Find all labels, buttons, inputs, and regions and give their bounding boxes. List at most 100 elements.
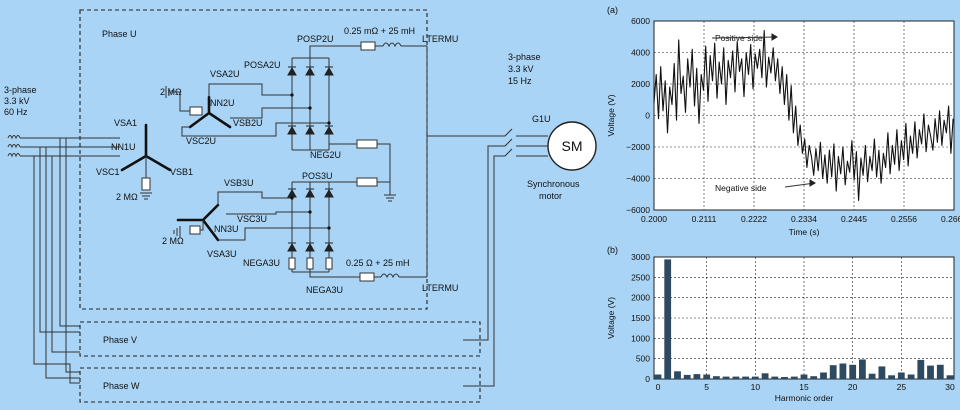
lower-ground-resistor bbox=[189, 225, 201, 235]
harmonic-bar bbox=[868, 373, 876, 379]
lower-ground-res-label: 2 MΩ bbox=[162, 236, 184, 246]
y-tick-label: 1000 bbox=[631, 333, 650, 343]
positive-annotation-arrow bbox=[711, 36, 778, 39]
phase-v-box bbox=[79, 321, 481, 357]
vsb2u-label: VSB2U bbox=[233, 118, 263, 128]
y-tick-label: 4000 bbox=[631, 48, 650, 58]
synchronous-motor-icon bbox=[547, 121, 597, 171]
harmonic-bar bbox=[722, 376, 730, 379]
diode-icon bbox=[287, 242, 297, 252]
output-label-line2: 3.3 kV bbox=[508, 64, 534, 74]
phase-v-title: Phase V bbox=[103, 335, 137, 345]
ground-resistor bbox=[141, 177, 151, 191]
top-filter-label: 0.25 mΩ + 25 mH bbox=[344, 26, 415, 36]
diode-icon bbox=[305, 242, 315, 252]
motor-symbol: SM bbox=[562, 138, 583, 154]
voltage-series-line bbox=[653, 29, 954, 202]
source-label-line1: 3-phase bbox=[4, 85, 37, 95]
negative-side-annotation: Negative side bbox=[715, 183, 767, 193]
ltermu-top-label: LTERMU bbox=[422, 34, 458, 44]
y-tick-label: 3000 bbox=[631, 252, 650, 262]
inductor-icon bbox=[380, 273, 400, 279]
bottom-filter-label: 0.25 Ω + 25 mH bbox=[346, 258, 410, 268]
x-tick-label: 20 bbox=[848, 382, 858, 392]
x-tick-label: 15 bbox=[799, 382, 809, 392]
arrowhead-icon bbox=[809, 179, 816, 187]
main-transformer: VSA1 NN1U VSC1 VSB1 2 MΩ bbox=[96, 118, 193, 202]
harmonic-bar bbox=[859, 359, 866, 379]
y-tick-label: 1500 bbox=[631, 313, 650, 323]
snubber-resistor bbox=[306, 257, 314, 270]
neg-link-resistor bbox=[356, 139, 378, 149]
y-tick-label: 2500 bbox=[631, 272, 650, 282]
wye-transformer-3-icon bbox=[176, 203, 220, 242]
pos-link-resistor bbox=[356, 177, 378, 187]
harmonic-bar bbox=[654, 374, 662, 379]
input-source: 3-phase 3.3 kV 60 Hz bbox=[4, 85, 120, 158]
diode-icon bbox=[324, 66, 334, 76]
harmonic-bar bbox=[946, 375, 954, 379]
output-label-line1: 3-phase bbox=[508, 52, 541, 62]
x-tick-label: 0.2111 bbox=[692, 214, 717, 224]
phase-u-box bbox=[79, 9, 428, 310]
source-label-line2: 3.3 kV bbox=[4, 96, 30, 106]
diode-icon bbox=[305, 66, 315, 76]
harmonic-bar bbox=[927, 365, 934, 379]
x-tick-label: 5 bbox=[704, 382, 709, 392]
filter-resistor bbox=[360, 41, 376, 51]
y-tick-label: 2000 bbox=[631, 293, 650, 303]
y-tick-label: 2000 bbox=[631, 79, 650, 89]
x-tick-label: 0 bbox=[656, 382, 661, 392]
panel-a-label: (a) bbox=[607, 5, 618, 15]
phase-w-title: Phase W bbox=[103, 381, 140, 391]
harmonic-bar bbox=[683, 374, 691, 379]
harmonic-bar bbox=[829, 365, 837, 379]
nn1u-label: NN1U bbox=[111, 142, 136, 152]
diode-icon bbox=[324, 242, 334, 252]
motor-label-line2: motor bbox=[539, 191, 562, 201]
y-axis-label: Voltage (V) bbox=[606, 94, 616, 136]
y-tick-label: 6000 bbox=[631, 16, 650, 26]
harmonic-bar bbox=[664, 259, 672, 379]
vsc2u-label: VSC2U bbox=[186, 136, 216, 146]
vsc1-label: VSC1 bbox=[96, 167, 120, 177]
x-tick-label: 10 bbox=[751, 382, 761, 392]
harmonic-bar bbox=[761, 373, 769, 379]
x-tick-label: 0.2334 bbox=[791, 214, 817, 224]
x-tick-label: 0.2222 bbox=[741, 214, 767, 224]
harmonic-bar bbox=[917, 359, 925, 379]
harmonic-bar bbox=[897, 372, 905, 379]
posa2u-label: POSA2U bbox=[244, 60, 281, 70]
y-tick-label: 0 bbox=[645, 111, 650, 121]
motor-label-line1: Synchronous bbox=[527, 179, 580, 189]
upper-ground-resistor bbox=[189, 106, 203, 116]
arrowhead-icon bbox=[771, 33, 778, 41]
diode-icon bbox=[324, 188, 334, 198]
x-tick-label: 0.2667 bbox=[941, 214, 960, 224]
y-tick-label: −2000 bbox=[626, 142, 650, 152]
snubber-resistor bbox=[325, 257, 333, 270]
posp2u-label: POSP2U bbox=[297, 34, 334, 44]
harmonic-bar bbox=[888, 375, 895, 379]
x-tick-label: 0.2000 bbox=[641, 214, 667, 224]
diode-icon bbox=[287, 188, 297, 198]
filter-resistor bbox=[359, 272, 375, 282]
vsb3u-label: VSB3U bbox=[224, 178, 254, 188]
harmonic-bar bbox=[771, 376, 779, 379]
x-axis-label: Time (s) bbox=[789, 227, 820, 237]
wye-transformer-2-icon bbox=[188, 95, 232, 129]
diode-icon bbox=[324, 125, 334, 135]
vsa3u-label: VSA3U bbox=[207, 249, 237, 259]
nega3u-left-label: NEGA3U bbox=[243, 258, 280, 268]
upper-ground-res-label: 2 MΩ bbox=[160, 87, 182, 97]
output-label-line3: 15 Hz bbox=[508, 76, 532, 86]
harmonic-bar bbox=[781, 377, 788, 379]
harmonic-bar bbox=[674, 371, 681, 379]
harmonic-bar bbox=[907, 374, 915, 379]
harmonic-bar bbox=[742, 376, 749, 379]
phase-u-title: Phase U bbox=[102, 29, 137, 39]
y-tick-label: −6000 bbox=[626, 205, 650, 215]
neg2u-label: NEG2U bbox=[310, 150, 341, 160]
vsa2u-label: VSA2U bbox=[210, 69, 240, 79]
